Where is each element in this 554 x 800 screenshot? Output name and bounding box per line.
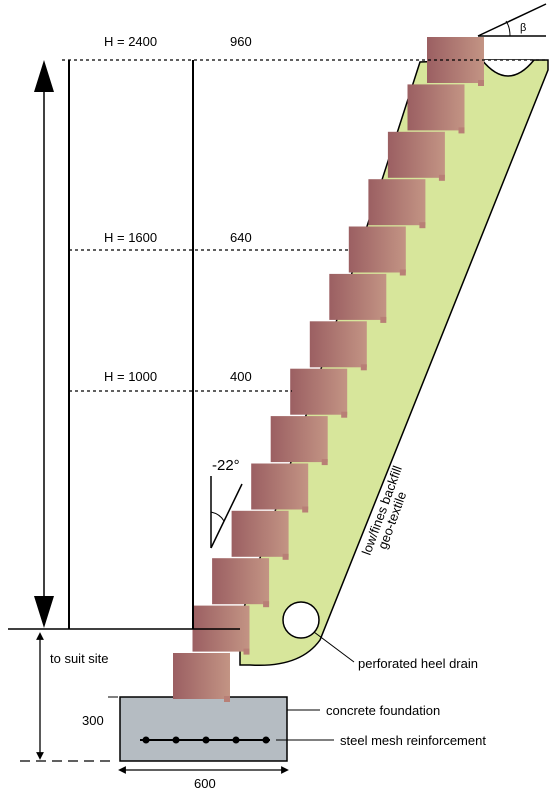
block-lip [419, 222, 426, 229]
height-label-1000: H = 1000 [104, 369, 157, 384]
height-label-1600: H = 1600 [104, 230, 157, 245]
crest-curve [481, 59, 535, 77]
block-lip [458, 127, 465, 134]
setback-label-960: 960 [230, 34, 252, 49]
setback-label-400: 400 [230, 369, 252, 384]
wall-block [387, 131, 445, 178]
slope-beta-label: β [520, 22, 526, 34]
block-lip [478, 80, 484, 86]
batter-angle-label: -22° [212, 457, 240, 474]
arrow-up-head [34, 60, 54, 92]
setback-label-640: 640 [230, 230, 252, 245]
block-lip [360, 364, 367, 371]
block-lip [438, 174, 445, 181]
backfill-region [239, 59, 549, 667]
mesh-label: steel mesh reinforcement [340, 733, 486, 748]
slope-angle-symbol [477, 3, 547, 37]
arrow-down-head [34, 596, 54, 628]
wall-block [270, 416, 328, 463]
block-lip [380, 316, 387, 323]
block-lip [263, 601, 270, 608]
wall-block [348, 226, 406, 273]
wall-block [212, 558, 270, 605]
foundation-width-label: 600 [194, 776, 216, 791]
wall-block [251, 463, 309, 510]
steel-mesh-dots [142, 736, 270, 744]
batter-angle-symbol [210, 476, 243, 549]
block-lip [302, 506, 309, 513]
drain-leader [313, 631, 355, 663]
block-lip [341, 411, 348, 418]
heel-drain [282, 601, 320, 639]
block-lip [243, 648, 250, 655]
wall-block [309, 321, 367, 368]
block-lip [224, 696, 230, 702]
wall-block [290, 368, 348, 415]
concrete-foundation [119, 696, 288, 762]
foundation-depth-label: 300 [82, 713, 104, 728]
wall-block [368, 179, 426, 226]
block-lip [282, 553, 289, 560]
wall-block [329, 273, 387, 320]
height-label-2400: H = 2400 [104, 34, 157, 49]
wall-block [231, 510, 289, 557]
to-suit-site-label: to suit site [50, 651, 109, 666]
foundation-label: concrete foundation [326, 703, 440, 718]
wall-blocks [173, 37, 484, 702]
wall-block [407, 84, 465, 131]
block-lip [399, 269, 406, 276]
drain-label: perforated heel drain [358, 656, 478, 671]
block-lip [321, 459, 328, 466]
wall-block [173, 653, 230, 699]
